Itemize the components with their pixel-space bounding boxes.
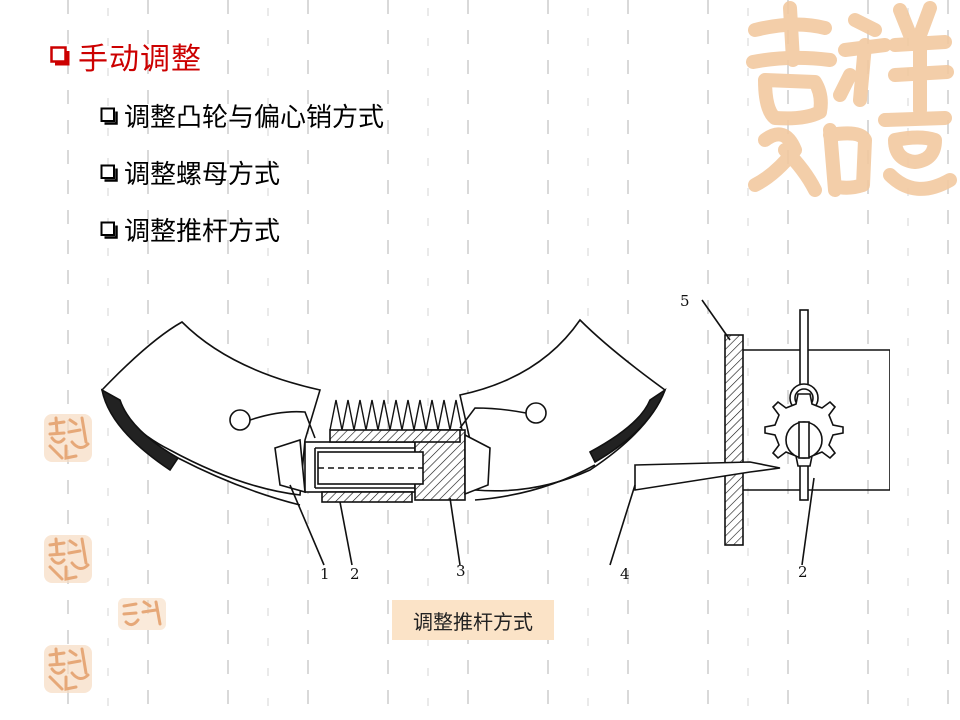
- diagram-caption: 调整推杆方式: [392, 600, 554, 640]
- part-label-1: 1: [320, 565, 330, 583]
- part-label-2: 2: [350, 565, 360, 583]
- bullet-text: 调整螺母方式: [124, 160, 281, 190]
- bullet-item: 调整螺母方式: [100, 154, 280, 191]
- auspicious-seal-icon: [746, 1, 957, 197]
- auspicious-seal-icon: [44, 535, 92, 583]
- square-checkbox-icon: [100, 221, 118, 239]
- part-label-5: 5: [680, 292, 690, 310]
- auspicious-seal-icon: [44, 414, 92, 462]
- part-label-3: 3: [456, 562, 466, 580]
- slide-title: 手动调整: [50, 34, 202, 78]
- bullet-text: 调整凸轮与偏心销方式: [124, 103, 385, 133]
- part-label-2-right: 2: [798, 563, 808, 581]
- bullet-text: 调整推杆方式: [124, 217, 281, 247]
- square-checkbox-icon: [50, 46, 70, 66]
- square-checkbox-icon: [100, 107, 118, 125]
- bullet-item: 调整推杆方式: [100, 211, 280, 248]
- push-rod-adjuster-diagram: [100, 299, 890, 566]
- bullet-item: 调整凸轮与偏心销方式: [100, 97, 384, 134]
- title-text: 手动调整: [78, 42, 202, 77]
- part-label-4: 4: [620, 565, 630, 583]
- auspicious-seal-icon: [118, 598, 166, 630]
- square-checkbox-icon: [100, 164, 118, 182]
- auspicious-seal-icon: [44, 645, 92, 693]
